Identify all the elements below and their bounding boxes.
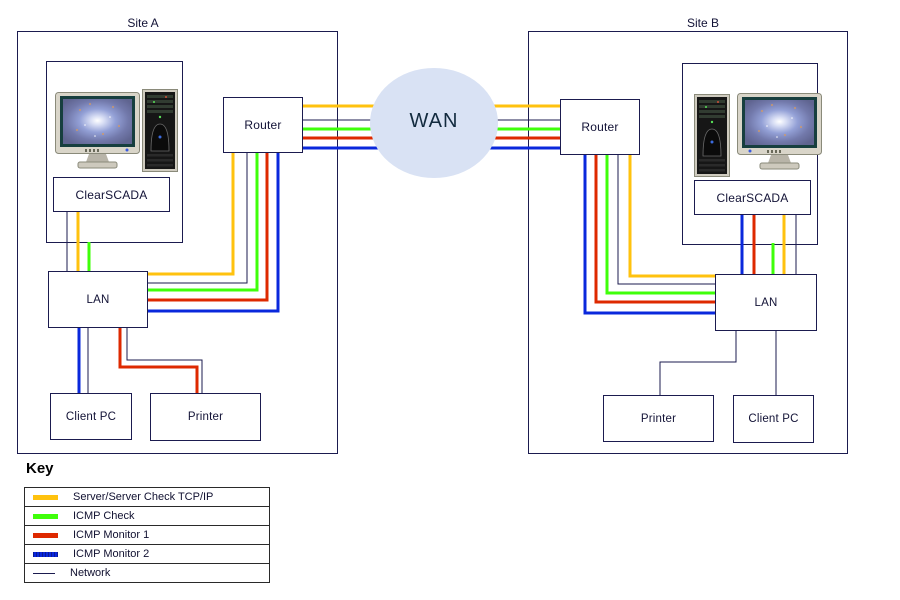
key-swatch-network — [33, 572, 55, 574]
key-label-icmp-check: ICMP Check — [73, 510, 135, 522]
monitor-icon — [737, 93, 822, 171]
key-swatch-icmp-check — [33, 513, 58, 519]
node-router-a: Router — [223, 97, 303, 153]
node-lan-a: LAN — [48, 271, 148, 328]
node-printer-a: Printer — [150, 393, 261, 441]
key-label-icmp-mon2: ICMP Monitor 2 — [73, 548, 150, 560]
key-row-icmp-check: ICMP Check — [25, 507, 269, 526]
tower-pc-icon — [694, 94, 730, 177]
key-row-icmp-mon1: ICMP Monitor 1 — [25, 526, 269, 545]
key-title: Key — [26, 460, 54, 477]
node-printer-b: Printer — [603, 395, 714, 442]
node-router-b: Router — [560, 99, 640, 155]
site-b-label: Site B — [686, 16, 719, 30]
site-b-server-group — [682, 63, 822, 245]
key-swatch-tcp — [33, 494, 58, 500]
key-row-network: Network — [25, 564, 269, 582]
key-table: Server/Server Check TCP/IP ICMP Check IC… — [24, 487, 270, 583]
key-swatch-icmp-mon2 — [33, 551, 58, 557]
node-lan-b: LAN — [715, 274, 817, 331]
key-label-tcp: Server/Server Check TCP/IP — [73, 491, 214, 503]
node-clientpc-b: Client PC — [733, 395, 814, 443]
node-clearscada-a: ClearSCADA — [53, 177, 170, 212]
site-a-label: Site A — [127, 16, 159, 30]
key-row-tcp: Server/Server Check TCP/IP — [25, 488, 269, 507]
monitor-icon — [55, 92, 140, 170]
tower-pc-icon — [142, 89, 178, 172]
key-swatch-icmp-mon1 — [33, 532, 58, 538]
node-clientpc-a: Client PC — [50, 393, 132, 440]
key-row-icmp-mon2: ICMP Monitor 2 — [25, 545, 269, 564]
key-label-network: Network — [70, 567, 111, 579]
key-label-icmp-mon1: ICMP Monitor 1 — [73, 529, 150, 541]
wan-label: WAN — [409, 110, 459, 132]
node-clearscada-b: ClearSCADA — [694, 180, 811, 215]
site-a-server-group — [46, 61, 183, 243]
